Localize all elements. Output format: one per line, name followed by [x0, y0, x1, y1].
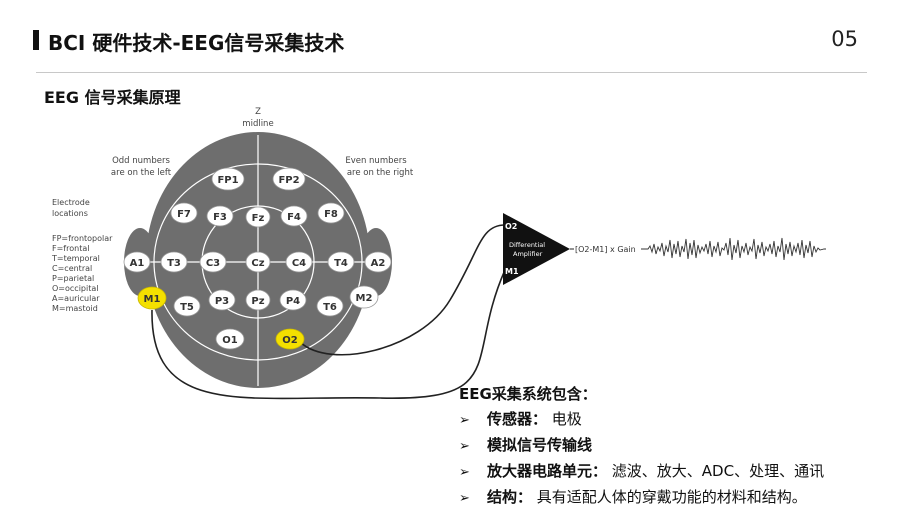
svg-text:C=central: C=central	[52, 264, 92, 273]
arrow-bullet-icon: ➢	[459, 439, 470, 454]
svg-text:Cz: Cz	[251, 258, 264, 269]
electrode-c4: C4	[285, 251, 313, 273]
list-item: ➢ 传感器： 电极	[459, 407, 824, 433]
electrode-a1: A1	[123, 251, 151, 273]
electrode-f4: F4	[280, 205, 308, 227]
svg-text:C4: C4	[292, 258, 306, 269]
svg-text:P3: P3	[215, 296, 229, 307]
arrow-bullet-icon: ➢	[459, 465, 470, 480]
title-accent-bar	[33, 30, 39, 50]
z-label: Z	[255, 107, 261, 117]
svg-text:Pz: Pz	[251, 296, 264, 307]
info-item-value: 电极	[547, 410, 582, 428]
electrode-t4: T4	[327, 251, 355, 273]
electrode-p3: P3	[208, 289, 236, 311]
electrode-m1: M1	[137, 286, 167, 310]
svg-text:P4: P4	[286, 296, 300, 307]
cable-o2	[299, 224, 506, 356]
electrode-p4: P4	[279, 289, 307, 311]
odd-note-line1: Odd numbers	[112, 156, 170, 166]
page-title: BCI 硬件技术-EEG信号采集技术	[48, 31, 345, 55]
arrow-bullet-icon: ➢	[459, 413, 470, 428]
odd-note-line2: are on the left	[111, 168, 172, 178]
svg-text:F8: F8	[324, 209, 338, 220]
svg-text:locations: locations	[52, 209, 88, 218]
electrode-t6: T6	[316, 295, 344, 317]
electrode-t5: T5	[173, 295, 201, 317]
list-item: ➢ 结构： 具有适配人体的穿戴功能的材料和结构。	[459, 485, 824, 511]
svg-text:M1: M1	[144, 294, 161, 305]
even-note-line2: are on the right	[347, 168, 414, 178]
amp-output-label: [O2-M1] x Gain	[575, 245, 636, 254]
header-divider	[36, 72, 867, 73]
electrode-f8: F8	[317, 202, 345, 224]
electrode-legend: Electrode locations FP=frontopolar F=fro…	[51, 198, 113, 313]
svg-text:T=temporal: T=temporal	[51, 254, 100, 263]
svg-text:T4: T4	[334, 258, 348, 269]
svg-text:F=frontal: F=frontal	[52, 244, 89, 253]
electrode-fp1: FP1	[211, 167, 245, 191]
electrode-fz: Fz	[245, 206, 271, 228]
electrode-o2: O2	[275, 328, 305, 350]
svg-text:M2: M2	[356, 293, 373, 304]
amp-label-line1: Differential	[509, 241, 545, 249]
svg-text:O1: O1	[222, 335, 238, 346]
svg-text:F3: F3	[213, 212, 227, 223]
electrode-o1: O1	[215, 328, 245, 350]
info-heading: EEG采集系统包含：	[459, 385, 597, 403]
amp-label-line2: Amplifier	[513, 250, 543, 258]
svg-text:FP2: FP2	[278, 175, 299, 186]
svg-text:T5: T5	[180, 302, 194, 313]
svg-text:F7: F7	[177, 209, 191, 220]
amp-input-o2: O2	[505, 222, 517, 231]
svg-text:C3: C3	[206, 258, 220, 269]
svg-text:T3: T3	[167, 258, 181, 269]
svg-text:FP=frontopolar: FP=frontopolar	[52, 234, 113, 243]
electrode-c3: C3	[199, 251, 227, 273]
amp-input-m1: M1	[505, 267, 519, 276]
svg-text:M=mastoid: M=mastoid	[52, 304, 98, 313]
svg-text:Electrode: Electrode	[52, 198, 90, 207]
svg-text:A=auricular: A=auricular	[52, 294, 100, 303]
section-subtitle: EEG 信号采集原理	[44, 88, 181, 107]
electrode-cz: Cz	[245, 251, 271, 273]
svg-text:Fz: Fz	[252, 213, 265, 224]
svg-text:T6: T6	[323, 302, 337, 313]
svg-text:O2: O2	[282, 335, 298, 346]
svg-text:O=occipital: O=occipital	[52, 284, 98, 293]
electrode-f7: F7	[170, 202, 198, 224]
svg-text:P=parietal: P=parietal	[52, 274, 94, 283]
list-item: ➢ 放大器电路单元： 滤波、放大、ADC、处理、通讯	[459, 459, 824, 485]
eeg-system-info: EEG采集系统包含： ➢ 传感器： 电极 ➢ 模拟信号传输线 ➢ 放大器电路单元： 滤…	[459, 383, 824, 511]
electrode-t3: T3	[160, 251, 188, 273]
electrode-m2: M2	[349, 285, 379, 309]
svg-text:FP1: FP1	[217, 175, 238, 186]
cable-m1	[151, 269, 506, 400]
info-item-key: 传感器：	[487, 410, 548, 428]
electrode-fp2: FP2	[272, 167, 306, 191]
electrode-a2: A2	[364, 251, 392, 273]
arrow-bullet-icon: ➢	[459, 491, 470, 506]
electrode-f3: F3	[206, 205, 234, 227]
even-note-line1: Even numbers	[345, 156, 407, 166]
page-number: 05	[831, 27, 858, 51]
electrode-pz: Pz	[245, 289, 271, 311]
eeg-waveform	[641, 237, 826, 261]
list-item: ➢ 模拟信号传输线	[459, 433, 824, 459]
midline-label: midline	[242, 119, 273, 129]
svg-text:F4: F4	[287, 212, 301, 223]
info-item-value: 滤波、放大、ADC、处理、通讯	[607, 462, 825, 480]
svg-text:A1: A1	[130, 258, 145, 269]
info-item-value: 具有适配人体的穿戴功能的材料和结构。	[532, 488, 807, 506]
info-item-key: 结构：	[487, 488, 533, 506]
svg-text:A2: A2	[371, 258, 386, 269]
differential-amplifier: O2 M1 Differential Amplifier	[503, 213, 570, 285]
info-item-key: 放大器电路单元：	[487, 462, 608, 480]
info-item-key: 模拟信号传输线	[487, 436, 593, 454]
